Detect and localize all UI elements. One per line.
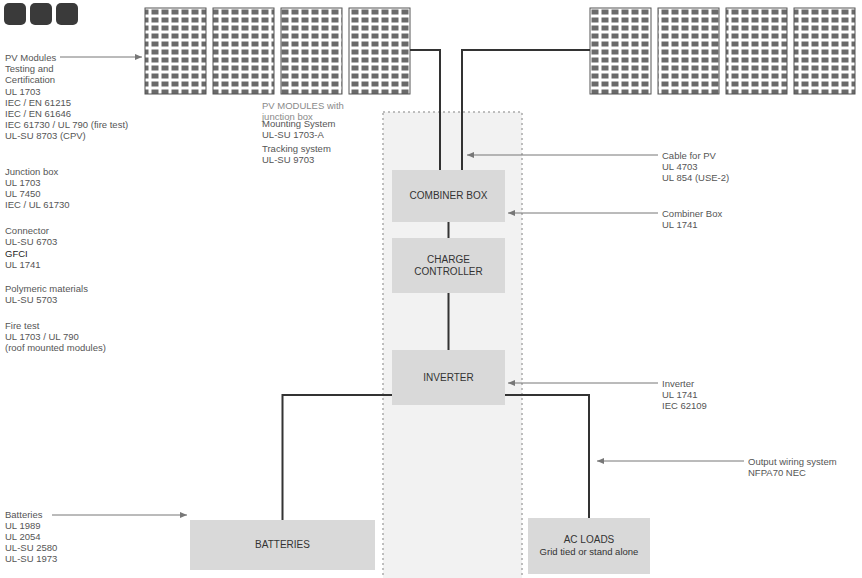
- standard-label: UL-SU 6703: [5, 236, 57, 247]
- leader-lines: [52, 57, 744, 515]
- standard-label: PV Modules Testing and Certification: [5, 52, 65, 85]
- component-box: BATTERIES: [190, 520, 375, 570]
- standard-label: Polymeric materials: [5, 283, 88, 294]
- standard-label: UL 2054: [5, 531, 41, 542]
- component-name: AC LOADS: [564, 534, 615, 546]
- standard-label: Junction box: [5, 166, 58, 177]
- standard-label: Batteries: [5, 509, 43, 520]
- component-box: INVERTER: [392, 350, 505, 405]
- standard-label: UL 1989: [5, 520, 41, 531]
- component-name: INVERTER: [423, 372, 473, 384]
- wire-connector: [505, 395, 589, 518]
- standard-label: UL 1703: [5, 86, 41, 97]
- standard-label: UL-SU 1703-A: [262, 129, 324, 140]
- standard-label: UL-SU 5703: [5, 294, 57, 305]
- component-name: CHARGE CONTROLLER: [398, 254, 499, 278]
- standard-label: UL 1741: [662, 389, 698, 400]
- standard-label: Combiner Box: [662, 208, 722, 219]
- standard-label: IEC / EN 61646: [5, 108, 71, 119]
- component-box: CHARGE CONTROLLER: [392, 238, 505, 293]
- wire-connector: [448, 293, 449, 350]
- standard-label: UL 1741: [5, 259, 41, 270]
- component-note: Grid tied or stand alone: [540, 546, 639, 558]
- pv-cable: [410, 50, 590, 171]
- standard-label: UL 7450: [5, 188, 41, 199]
- standard-label: Cable for PV: [662, 150, 716, 161]
- logo: [4, 3, 78, 25]
- wire-connector: [283, 395, 393, 520]
- component-box: AC LOADSGrid tied or stand alone: [528, 518, 650, 574]
- standard-label: Tracking system: [262, 143, 331, 154]
- standard-label: UL 854 (USE-2): [662, 172, 729, 183]
- component-box: COMBINER BOX: [392, 170, 505, 222]
- standard-label: UL-SU 8703 (CPV): [5, 130, 86, 141]
- component-name: BATTERIES: [255, 539, 310, 551]
- standard-label: UL-SU 9703: [262, 154, 314, 165]
- standard-label: UL-SU 1973: [5, 553, 57, 564]
- standard-label: Inverter: [662, 378, 694, 389]
- standard-label: UL-SU 2580: [5, 542, 57, 553]
- standard-label: IEC 61730 / UL 790 (fire test): [5, 119, 128, 130]
- standard-label: IEC / UL 61730: [5, 199, 70, 210]
- standard-label: IEC / EN 61215: [5, 97, 71, 108]
- standard-label: (roof mounted modules): [5, 342, 106, 353]
- standard-label: Output wiring system: [748, 456, 837, 467]
- standard-label: UL 1703: [5, 177, 41, 188]
- standard-label: UL 1741: [662, 219, 698, 230]
- standard-label: UL 1703 / UL 790: [5, 331, 79, 342]
- standard-label: GFCI: [5, 248, 28, 259]
- system-panel: [383, 112, 522, 578]
- standard-label: IEC 62109: [662, 400, 707, 411]
- standard-label: Fire test: [5, 320, 39, 331]
- standard-label: Mounting System: [262, 118, 335, 129]
- standard-label: Connector: [5, 225, 49, 236]
- wire-connector: [448, 222, 449, 238]
- standard-label: UL 4703: [662, 161, 698, 172]
- component-name: COMBINER BOX: [410, 190, 488, 202]
- standard-label: NFPA70 NEC: [748, 467, 806, 478]
